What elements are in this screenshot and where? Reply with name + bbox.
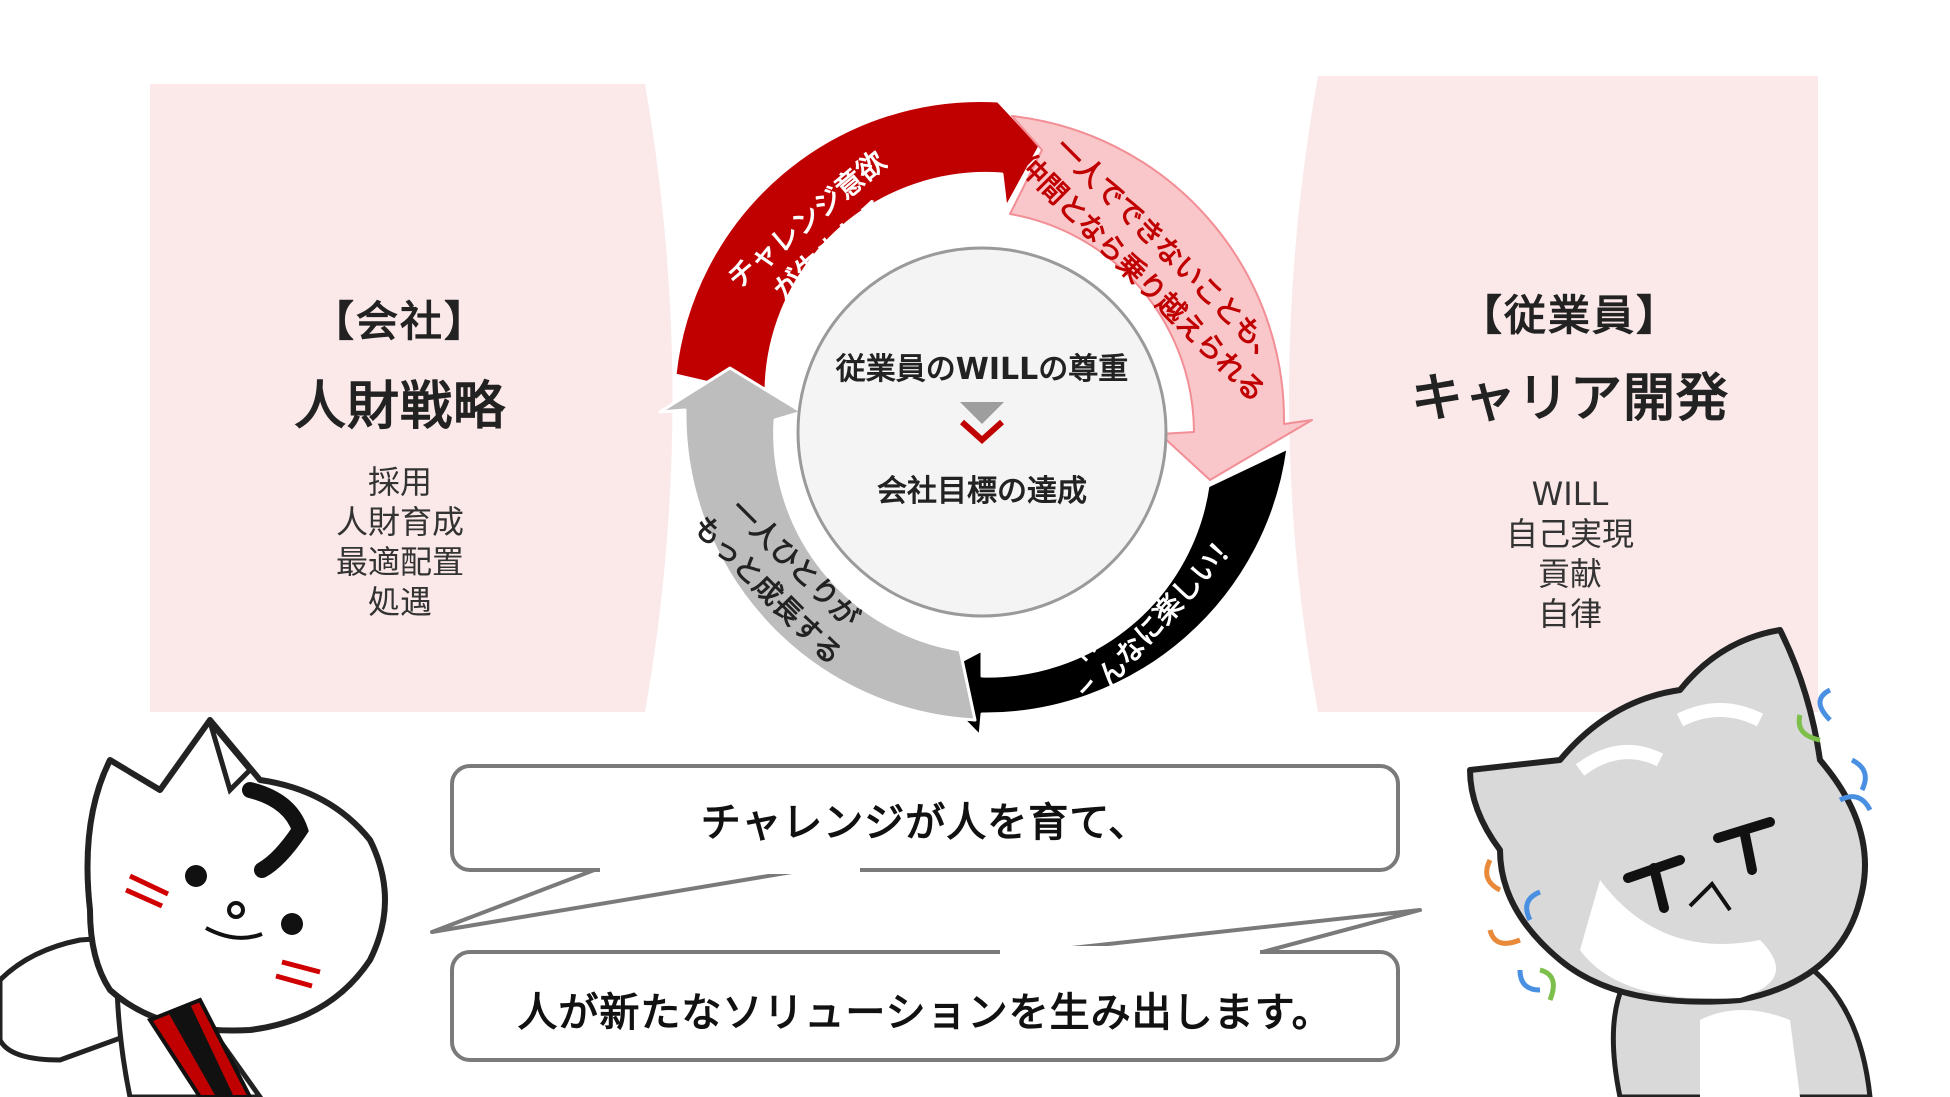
center-circle	[796, 246, 1168, 618]
company-item: 人財育成	[335, 503, 464, 541]
segment-arrow-overcome	[1009, 115, 1313, 481]
company-item: 処遇	[367, 583, 432, 621]
company-heading: 【会社】	[311, 297, 488, 346]
grey-cat-icon	[1467, 627, 1873, 1097]
employee-items: WILL 自己実現 貢献 自律	[1410, 474, 1730, 634]
speech-bubble-bottom	[450, 908, 1422, 1062]
cycle-ring	[658, 99, 1313, 738]
speech-line-1: チャレンジが人を育て、	[700, 800, 1150, 846]
center-bottom-label: 会社目標の達成	[877, 474, 1087, 509]
speech-line-2: 人が新たなソリューションを生み出します。	[517, 990, 1333, 1036]
company-panel	[150, 84, 673, 712]
employee-item: 自己実現	[1505, 515, 1634, 553]
speech-bubble-top	[430, 764, 1400, 934]
employee-item: 貢献	[1537, 555, 1602, 593]
employee-item: WILL	[1531, 475, 1609, 513]
center-top-label: 従業員のWILLの尊重	[835, 352, 1129, 387]
employee-panel	[1289, 76, 1818, 712]
center-down-arrow-icon	[959, 402, 1005, 445]
employee-heading: 【従業員】	[1459, 291, 1680, 340]
company-items: 採用 人財育成 最適配置 処遇	[250, 462, 550, 622]
employee-title: キャリア開発	[1410, 369, 1729, 429]
company-item: 採用	[367, 463, 432, 501]
segment-arrow-growth	[658, 366, 977, 722]
company-item: 最適配置	[335, 543, 464, 581]
employee-item: 自律	[1537, 595, 1602, 633]
company-title: 人財戦略	[293, 377, 506, 437]
white-cat-icon	[0, 717, 388, 1097]
